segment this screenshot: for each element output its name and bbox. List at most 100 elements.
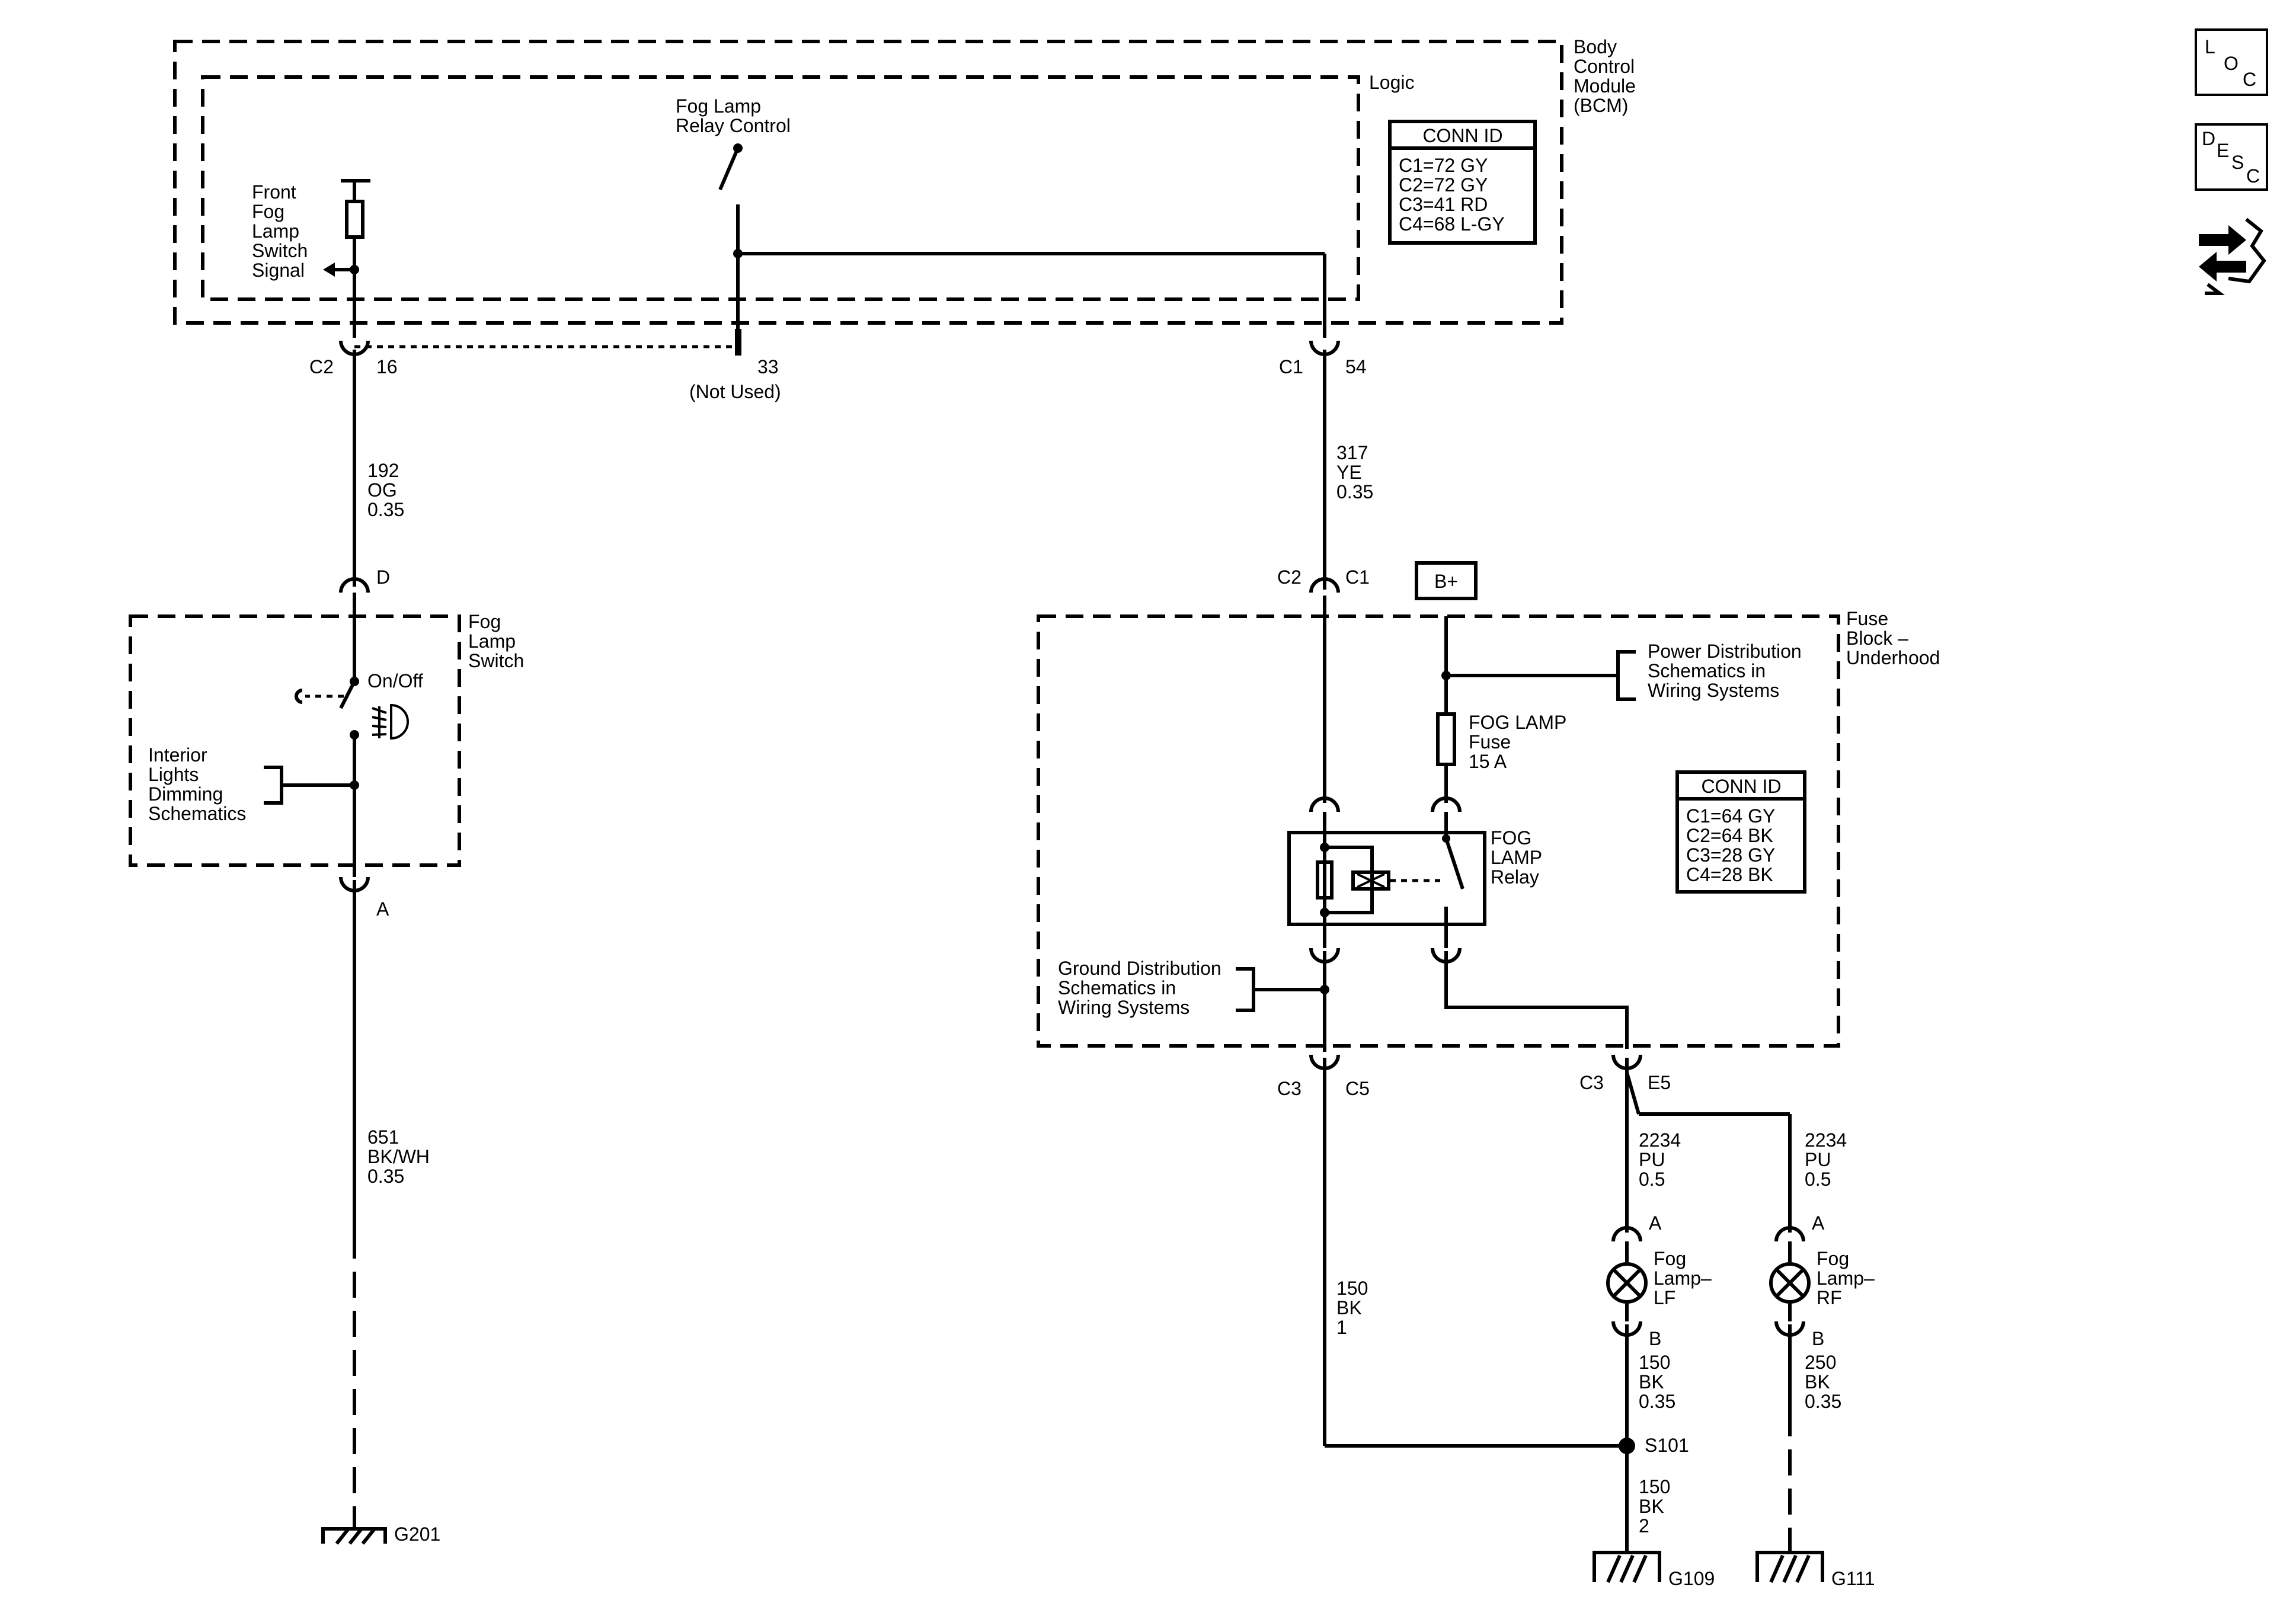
desc-letter: D (2202, 128, 2215, 149)
wire-label: YE (1336, 462, 1362, 483)
battery-positive-label: B+ (1434, 571, 1458, 592)
pin-label: (Not Used) (689, 381, 781, 402)
desc-letter: S (2231, 152, 2244, 173)
lamp-label: Fog (1817, 1248, 1849, 1269)
pin-label: B (1649, 1328, 1661, 1349)
connector-tools-icon[interactable] (2199, 217, 2266, 295)
relay-control-label: Fog Lamp (676, 95, 761, 117)
wire-label: 651 (367, 1126, 399, 1148)
wire-label: 2234 (1639, 1129, 1681, 1151)
fuse-conn-row: C3=28 GY (1686, 844, 1775, 866)
wire-label: 0.35 (1805, 1391, 1841, 1412)
relay-control-switch: Fog Lamp Relay Control (354, 95, 1326, 356)
fuse-label: 15 A (1469, 751, 1507, 772)
pin-label: 33 (757, 356, 779, 377)
pin-label: 16 (376, 356, 398, 377)
fog-lamp-lf: A B Fog Lamp– LF (1606, 1212, 1712, 1349)
fuse-label: Fuse (1469, 731, 1511, 753)
desc-button[interactable]: D E S C (2195, 123, 2268, 191)
wire-label: 2234 (1805, 1129, 1847, 1151)
power-dist-label: Power Distribution (1648, 641, 1802, 662)
wire-label: 0.5 (1639, 1169, 1665, 1190)
lamp-label: LF (1654, 1287, 1675, 1308)
pin-label: C3 (1277, 1078, 1302, 1099)
switch-title: Switch (468, 650, 524, 671)
wire-label: BK (1336, 1297, 1362, 1318)
ground-label: G109 (1668, 1568, 1715, 1589)
fuse-block-title: Fuse (1846, 608, 1888, 629)
interior-lights-label: Lights (148, 764, 199, 785)
pin-label: C2 (309, 356, 334, 377)
loc-letter: O (2224, 53, 2239, 74)
pin-label: D (376, 566, 390, 588)
switch-signal-label: Front (252, 181, 296, 203)
wire-label: 150 (1336, 1278, 1368, 1299)
fuse-block-title: Underhood (1846, 647, 1940, 668)
desc-letter: E (2217, 140, 2229, 161)
ground-dist-label: Ground Distribution (1058, 958, 1221, 979)
fuse-conn-header: CONN ID (1701, 776, 1781, 797)
switch-title: Lamp (468, 630, 516, 652)
power-dist-label: Wiring Systems (1648, 680, 1779, 701)
wire-label: OG (367, 479, 397, 501)
wire-label: BK (1639, 1371, 1664, 1393)
power-dist-label: Schematics in (1648, 660, 1766, 681)
relay-label: FOG (1491, 827, 1531, 849)
wire-label: 0.35 (1336, 481, 1373, 502)
fuse-block-underhood: Fuse Block – Underhood C2 C1 B+ Power Di… (1037, 561, 1940, 1099)
relay-label: LAMP (1491, 847, 1542, 868)
bcm-conn-row: C2=72 GY (1399, 174, 1488, 196)
pin-label: C3 (1579, 1072, 1604, 1093)
lamp-label: Fog (1654, 1248, 1686, 1269)
wire-label: 192 (367, 460, 399, 481)
fog-lamp-switch: Fog Lamp Switch D Interior Lights Dimmin… (129, 566, 524, 920)
fog-lamp-rf: A B Fog Lamp– RF (1769, 1212, 1875, 1349)
wire-651: 651 BK/WH 0.35 (353, 880, 430, 1529)
pin-label: A (1649, 1212, 1662, 1234)
fuse-label: FOG LAMP (1469, 712, 1566, 733)
wire-label: 150 (1639, 1352, 1670, 1373)
loc-button[interactable]: L O C (2195, 28, 2268, 96)
lamp-label: Lamp– (1817, 1267, 1875, 1289)
wire-label: 1 (1336, 1317, 1347, 1338)
interior-lights-label: Dimming (148, 783, 223, 805)
wire-label: 0.35 (367, 1166, 404, 1187)
bcm-title-3: Module (1574, 75, 1636, 97)
ground-g111: G111 (1755, 1551, 1875, 1589)
bcm-module: Logic Body Control Module (BCM) CONN ID … (173, 36, 1636, 325)
relay-control-label: Relay Control (676, 115, 791, 136)
wire-label: BK (1805, 1371, 1830, 1393)
on-off-label: On/Off (367, 670, 423, 692)
wire-317: 317 YE 0.35 (1323, 350, 1373, 590)
ground-label: G201 (394, 1523, 440, 1545)
wire-label: PU (1639, 1149, 1665, 1170)
interior-lights-label: Schematics (148, 803, 246, 824)
ground-wires: 150 BK 0.35 S101 150 BK 2 250 BK 0.35 (1619, 1324, 1841, 1553)
bcm-conn-row: C3=41 RD (1399, 194, 1488, 215)
loc-letter: C (2243, 69, 2256, 90)
wire-label: 150 (1639, 1476, 1670, 1497)
front-fog-lamp-switch-signal: Front Fog Lamp Switch Signal (252, 179, 370, 338)
relay-label: Relay (1491, 866, 1539, 888)
fuse-conn-row: C1=64 GY (1686, 805, 1775, 827)
pin-label: E5 (1648, 1072, 1671, 1093)
ground-label: G111 (1831, 1568, 1875, 1589)
bcm-title-1: Body (1574, 36, 1617, 57)
wire-label: 250 (1805, 1352, 1836, 1373)
interior-lights-label: Interior (148, 744, 207, 766)
switch-title: Fog (468, 611, 501, 632)
lamp-label: Lamp– (1654, 1267, 1712, 1289)
wire-150-main: 150 BK 1 (1323, 1058, 1627, 1448)
desc-letter: C (2246, 165, 2260, 187)
ground-dist-label: Wiring Systems (1058, 997, 1189, 1018)
pin-label: C2 (1277, 566, 1302, 588)
switch-signal-label: Lamp (252, 220, 299, 242)
splice-label: S101 (1645, 1435, 1689, 1456)
fuse-conn-row: C2=64 BK (1686, 825, 1773, 846)
wire-192: 192 OG 0.35 (353, 350, 404, 587)
pin-label: C5 (1345, 1078, 1370, 1099)
bcm-connectors: C2 16 33 (Not Used) C1 54 (309, 340, 1367, 402)
bcm-conn-row: C4=68 L-GY (1399, 213, 1505, 235)
fuse-block-title: Block – (1846, 628, 1908, 649)
pin-label: A (376, 898, 389, 920)
